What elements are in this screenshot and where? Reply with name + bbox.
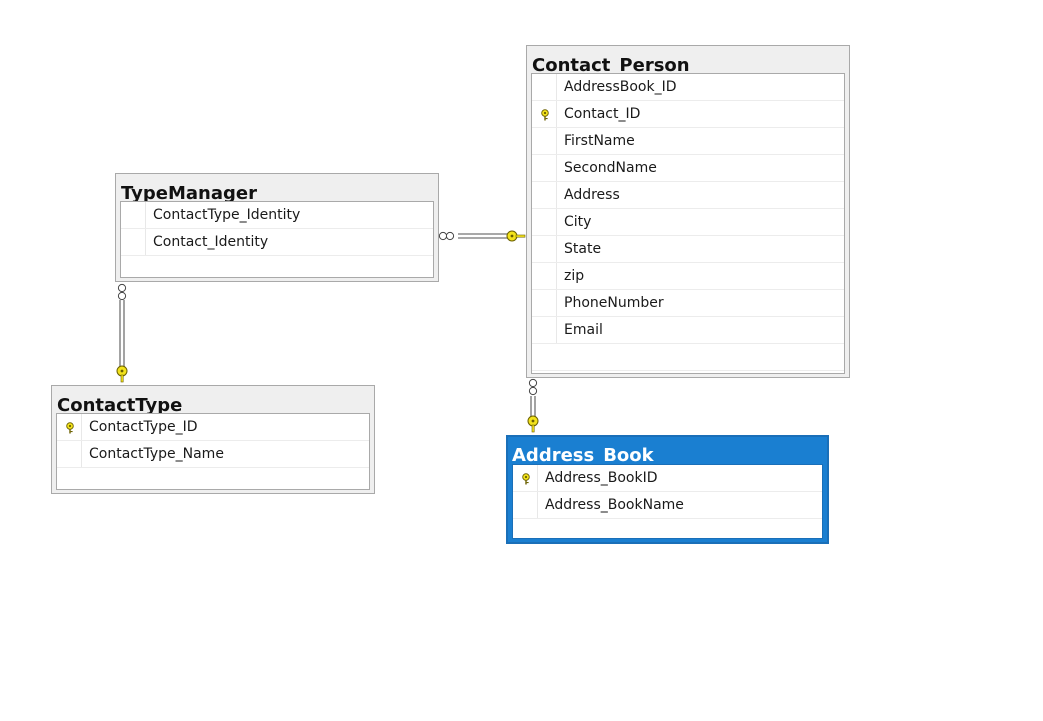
column-row[interactable]: Contact_ID	[532, 101, 844, 128]
row-selector[interactable]	[532, 128, 557, 154]
row-selector[interactable]	[532, 182, 557, 208]
column-name: City	[564, 214, 592, 230]
column-name: Address	[564, 187, 620, 203]
column-row[interactable]: FirstName	[532, 128, 844, 155]
column-name: Contact_ID	[564, 106, 641, 122]
column-list: ContactType_ID ContactType_Name	[56, 413, 370, 490]
column-name: Address_BookID	[545, 470, 658, 486]
row-selector[interactable]	[532, 209, 557, 235]
column-row[interactable]: Address	[532, 182, 844, 209]
column-name: ContactType_Identity	[153, 207, 301, 223]
column-name: zip	[564, 268, 585, 284]
row-selector[interactable]	[532, 290, 557, 316]
new-column-row[interactable]	[532, 344, 844, 371]
row-selector[interactable]	[121, 229, 146, 255]
row-selector[interactable]	[532, 236, 557, 262]
column-row[interactable]: Email	[532, 317, 844, 344]
table-title[interactable]: Address_Book	[512, 445, 654, 463]
column-row[interactable]: ContactType_Identity	[121, 202, 433, 229]
column-row[interactable]: ContactType_Name	[57, 441, 369, 468]
row-selector[interactable]	[121, 202, 146, 228]
column-row[interactable]: SecondName	[532, 155, 844, 182]
column-name: State	[564, 241, 602, 257]
relationship-typemanager-contacttype[interactable]	[116, 283, 128, 383]
row-selector[interactable]	[532, 74, 557, 100]
column-name: AddressBook_ID	[564, 79, 677, 95]
row-selector[interactable]	[57, 441, 82, 467]
row-selector[interactable]	[532, 155, 557, 181]
key-icon	[57, 414, 82, 440]
column-row[interactable]: Contact_Identity	[121, 229, 433, 256]
column-name: Address_BookName	[545, 497, 684, 513]
column-name: Email	[564, 322, 603, 338]
column-row[interactable]: PhoneNumber	[532, 290, 844, 317]
column-row[interactable]: Address_BookName	[513, 492, 822, 519]
column-row[interactable]: ContactType_ID	[57, 414, 369, 441]
row-selector[interactable]	[532, 317, 557, 343]
column-name: SecondName	[564, 160, 657, 176]
key-icon	[513, 465, 538, 491]
row-selector[interactable]	[532, 263, 557, 289]
table-title[interactable]: Contact_Person	[532, 55, 690, 73]
relationship-contact-person-address-book[interactable]	[527, 378, 539, 433]
column-name: Contact_Identity	[153, 234, 269, 250]
column-name: FirstName	[564, 133, 635, 149]
column-list: Address_BookID Address_BookName	[512, 464, 823, 539]
column-row[interactable]: City	[532, 209, 844, 236]
key-icon	[532, 101, 557, 127]
column-row[interactable]: zip	[532, 263, 844, 290]
column-name: PhoneNumber	[564, 295, 664, 311]
column-row[interactable]: Address_BookID	[513, 465, 822, 492]
column-name: ContactType_Name	[89, 446, 224, 462]
column-name: ContactType_ID	[89, 419, 198, 435]
relationship-typemanager-contact-person[interactable]	[438, 230, 526, 242]
column-row[interactable]: State	[532, 236, 844, 263]
table-title[interactable]: TypeManager	[121, 183, 257, 201]
column-row[interactable]: AddressBook_ID	[532, 74, 844, 101]
row-selector[interactable]	[513, 492, 538, 518]
table-title[interactable]: ContactType	[57, 395, 183, 413]
